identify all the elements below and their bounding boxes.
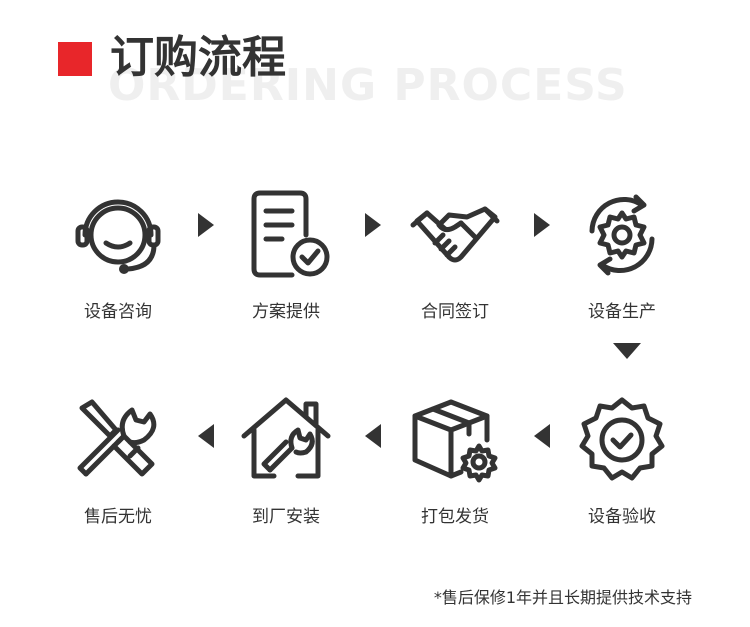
step-label: 到厂安装 [252, 507, 320, 527]
step-label: 售后无忧 [84, 507, 152, 527]
step-label: 方案提供 [252, 302, 320, 322]
badge-check-icon [579, 397, 665, 481]
arrow-left-2 [365, 424, 381, 448]
page-title: 订购流程 [110, 32, 286, 83]
step-contract: 合同签订 [395, 185, 515, 322]
document-check-icon [251, 190, 330, 278]
step-consult: 设备咨询 [58, 185, 178, 322]
step-label: 设备咨询 [84, 302, 152, 322]
step-after-sales: 售后无忧 [58, 390, 178, 527]
arrow-right-2 [365, 213, 381, 237]
step-shipping: 打包发货 [395, 390, 515, 527]
title-block: ORDERING PROCESS 订购流程 [58, 32, 658, 124]
title-accent-square [58, 42, 92, 76]
package-gear-icon [412, 399, 498, 483]
step-installation: 到厂安装 [226, 390, 346, 527]
arrow-left-3 [198, 424, 214, 448]
tools-icon [77, 399, 157, 477]
title-english-watermark: ORDERING PROCESS [108, 60, 628, 111]
arrow-left-1 [534, 424, 550, 448]
step-label: 设备验收 [588, 507, 656, 527]
step-production: 设备生产 [562, 185, 682, 322]
arrow-right-1 [198, 213, 214, 237]
house-wrench-icon [241, 397, 331, 479]
headset-icon [75, 199, 161, 274]
handshake-icon [410, 206, 500, 263]
step-acceptance: 设备验收 [562, 390, 682, 527]
step-label: 合同签订 [421, 302, 489, 322]
arrow-right-3 [534, 213, 550, 237]
step-label: 打包发货 [421, 507, 489, 527]
arrow-down [613, 343, 641, 359]
step-proposal: 方案提供 [226, 185, 346, 322]
step-label: 设备生产 [588, 302, 656, 322]
after-sales-footnote: *售后保修1年并且长期提供技术支持 [433, 588, 692, 607]
gear-cycle-icon [589, 194, 655, 276]
